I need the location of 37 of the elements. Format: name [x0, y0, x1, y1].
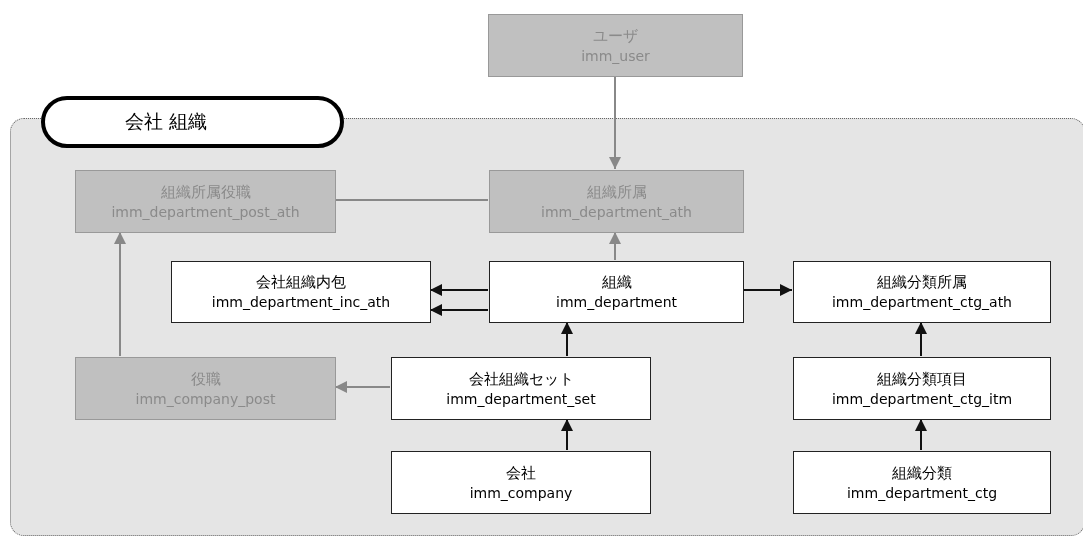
- table-name: imm_department_set: [446, 389, 596, 409]
- table-box: [793, 451, 1051, 514]
- table-title: 組織分類: [892, 462, 952, 483]
- group-title: 会社 組織: [41, 96, 344, 148]
- arrow: [561, 418, 573, 451]
- table-box: [75, 170, 336, 233]
- table-box: [793, 261, 1051, 323]
- arrow: [429, 304, 489, 316]
- table-name: imm_department_inc_ath: [211, 293, 391, 312]
- table-title: 会社: [506, 462, 536, 483]
- table-box: [171, 261, 431, 323]
- arrow: [114, 231, 126, 357]
- arrow: [742, 284, 793, 296]
- arrow: [915, 418, 927, 451]
- table-title: 組織分類所属: [877, 272, 967, 292]
- table-box: [489, 170, 744, 233]
- table-title: 会社組織内包: [256, 272, 346, 292]
- table-box: [489, 261, 744, 323]
- arrow: [609, 76, 621, 170]
- table-box: [488, 14, 743, 77]
- table-title: 組織分類項目: [877, 368, 967, 389]
- table-name: imm_department_ctg_ath: [832, 293, 1012, 312]
- table-name: imm_company: [469, 483, 573, 503]
- arrow: [609, 231, 621, 261]
- table-box: [75, 357, 336, 420]
- table-title: 組織: [601, 272, 632, 292]
- arrow: [334, 381, 391, 393]
- table-box: [391, 451, 651, 514]
- arrow: [429, 284, 489, 296]
- arrow: [561, 321, 573, 357]
- table-box: [391, 357, 651, 420]
- arrow: [915, 321, 927, 357]
- table-name: imm_department_ctg_itm: [831, 389, 1013, 409]
- table-name: imm_department_ctg: [846, 483, 998, 503]
- table-name: imm_department: [556, 293, 677, 312]
- table-box: [793, 357, 1051, 420]
- table-title: 会社組織セット: [468, 368, 574, 389]
